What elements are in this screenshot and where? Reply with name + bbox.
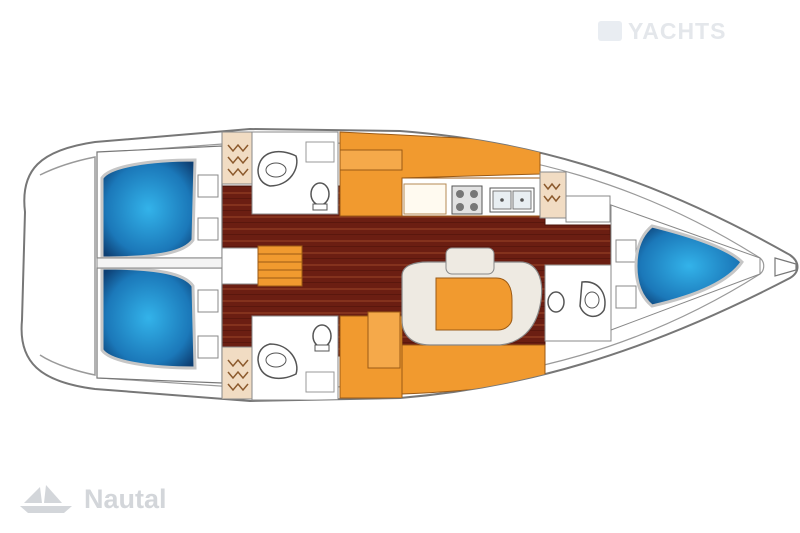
sink-basin-icon	[257, 150, 298, 380]
settee-starboard	[401, 344, 546, 395]
saloon-table	[435, 277, 513, 331]
saloon-chair	[445, 247, 495, 275]
companionway-steps	[257, 245, 303, 287]
yachts-logo-icon	[598, 21, 622, 41]
bow-fitting	[774, 257, 797, 277]
hanger-marks	[543, 182, 561, 203]
head-cabinet	[305, 371, 335, 393]
locker	[615, 285, 637, 309]
yachts-watermark-text: YACHTS	[628, 17, 727, 44]
nautal-watermark: Nautal	[18, 481, 167, 517]
sink-basin-icon	[579, 281, 606, 318]
berth-aft-port	[100, 158, 197, 260]
galley-sink-icon	[489, 187, 535, 213]
nav-seat	[367, 311, 401, 369]
head-cabinet	[305, 141, 335, 163]
berth-forward	[634, 224, 744, 308]
stern-transom	[39, 156, 96, 376]
aft-divider	[96, 257, 223, 269]
yachts-watermark: YACHTS	[598, 18, 726, 44]
locker	[197, 217, 219, 241]
stove-burner-icon	[451, 185, 483, 215]
locker	[197, 289, 219, 313]
hanging-locker-forward	[539, 171, 567, 219]
steps-platform	[221, 247, 259, 285]
locker	[197, 335, 219, 359]
wc-toilet-icon	[310, 182, 332, 352]
locker	[615, 239, 637, 263]
wc-toilet-icon	[547, 291, 565, 313]
nautal-watermark-text: Nautal	[84, 483, 167, 514]
forward-shelf	[565, 195, 611, 223]
hanger-marks	[227, 143, 249, 392]
berth-aft-starboard	[100, 266, 197, 370]
locker	[197, 174, 219, 198]
sailboat-logo-icon	[20, 485, 72, 513]
galley-cabinet	[339, 149, 403, 171]
fridge-lid	[403, 183, 447, 215]
